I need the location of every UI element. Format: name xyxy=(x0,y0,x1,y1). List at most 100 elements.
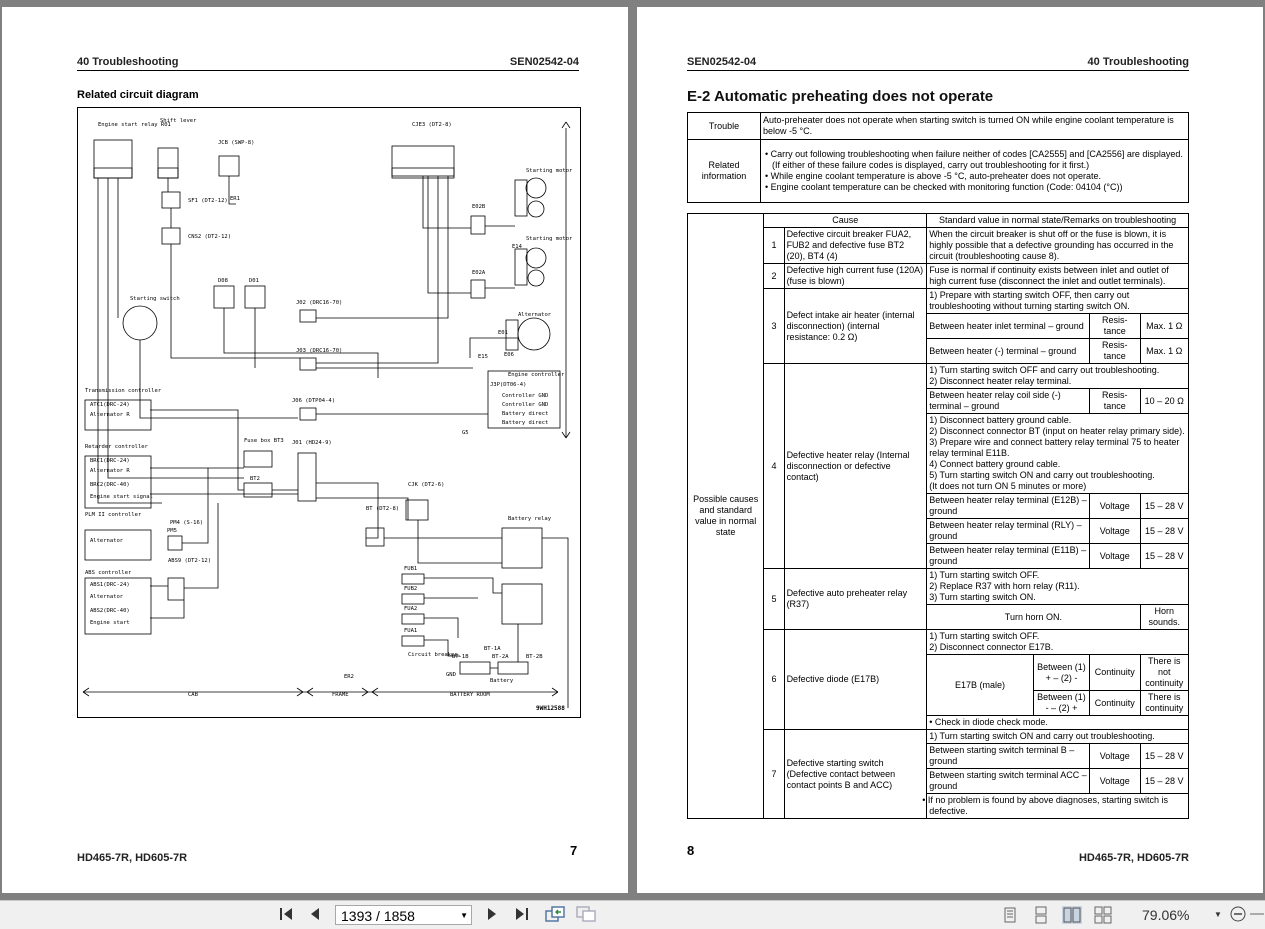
label-fub1: FUB1 xyxy=(404,566,417,572)
label-starting-motor-2: Starting motor xyxy=(526,236,573,242)
zoom-dropdown-icon[interactable]: ▼ xyxy=(1214,910,1222,919)
continuous-view-button[interactable] xyxy=(1031,906,1051,924)
cause-text: Defective auto preheater relay (R37) xyxy=(783,568,928,630)
label-bt2: BT2 xyxy=(250,476,260,482)
label-starting-switch: Starting switch xyxy=(130,296,180,302)
page-field-value: 1393 / 1858 xyxy=(341,908,415,924)
label-j3p: J3P(DT06-4) xyxy=(490,382,526,388)
measurement: Between heater relay terminal (RLY) – gr… xyxy=(926,518,1091,544)
next-page-button[interactable] xyxy=(483,905,501,925)
label-fuse-box: Fuse box BT3 xyxy=(244,438,284,444)
label-brc1: BRC1(DRC-24) xyxy=(90,458,130,464)
previous-page-button[interactable] xyxy=(306,905,324,925)
measurement: Between heater (-) terminal – ground xyxy=(926,338,1091,364)
page-number-input[interactable]: 1393 / 1858 ▼ xyxy=(335,905,472,925)
measurement: Between starting switch terminal B – gro… xyxy=(926,743,1091,769)
related-item: • Engine coolant temperature can be chec… xyxy=(765,182,1123,192)
last-page-button[interactable] xyxy=(512,905,532,925)
header-right: SEN02542-04 xyxy=(509,56,579,68)
measurement-type: Voltage xyxy=(1089,518,1141,544)
diagram-id: 9WH12588 xyxy=(536,705,565,712)
measurement-value: 10 – 20 Ω xyxy=(1139,388,1190,414)
label-engine-controller: Engine controller xyxy=(508,372,565,378)
cause-text: Defective heater relay (Internal disconn… xyxy=(783,363,928,569)
circuit-diagram-svg: Engine start relay R01 Shift lever JCB (… xyxy=(82,118,573,712)
circuit-diagram: Engine start relay R01 Shift lever JCB (… xyxy=(77,107,581,718)
procedure-text: 1) Disconnect battery ground cable. 2) D… xyxy=(926,413,1189,494)
measurement-type: Continuity xyxy=(1089,690,1141,716)
label-battery-direct-2: Battery direct xyxy=(502,420,548,426)
measurement-value: 15 – 28 V xyxy=(1139,743,1190,769)
label-er2: ER2 xyxy=(344,674,354,680)
note-text: • Check in diode check mode. xyxy=(926,715,1189,730)
facing-view-button[interactable] xyxy=(1062,906,1082,924)
label-frame: FRAME xyxy=(332,692,349,698)
document-viewer[interactable]: 40 Troubleshooting SEN02542-04 Related c… xyxy=(0,0,1265,900)
measurement-value: 15 – 28 V xyxy=(1139,493,1190,519)
go-forward-view-button[interactable] xyxy=(574,905,598,925)
measurement-value: Max. 1 Ω xyxy=(1139,338,1190,364)
cause-number: 7 xyxy=(763,729,785,819)
cause-text: Defective starting switch (Defective con… xyxy=(783,729,928,819)
cause-text: Defective diode (E17B) xyxy=(783,629,928,730)
related-label: Related information xyxy=(687,139,761,203)
page-number: 8 xyxy=(687,843,695,858)
measurement-type: Voltage xyxy=(1089,768,1141,794)
label-g5: G5 xyxy=(462,430,469,436)
label-jcb: JCB (SWP-8) xyxy=(218,140,254,146)
cause-number: 2 xyxy=(763,263,785,289)
measurement: Between heater inlet terminal – ground xyxy=(926,313,1091,339)
label-brc2: BRC2(DRC-40) xyxy=(90,482,130,488)
header-rule xyxy=(77,70,579,71)
procedure-text: 1) Turn starting switch OFF. 2) Replace … xyxy=(926,568,1189,605)
label-alternator: Alternator xyxy=(518,312,552,318)
label-shift-lever: Shift lever xyxy=(160,118,197,124)
measurement-type: Resis-tance xyxy=(1089,313,1141,339)
label-j06: J06 (DTP04-4) xyxy=(292,398,335,404)
label-fub2: FUB2 xyxy=(404,586,417,592)
label-alternator3: Alternator xyxy=(90,538,124,544)
last-page-icon xyxy=(516,908,528,920)
measurement: Between starting switch terminal ACC – g… xyxy=(926,768,1091,794)
label-engine-start-signal: Engine start signal xyxy=(90,494,153,500)
slider-track-icon xyxy=(1250,913,1264,915)
continuous-facing-icon xyxy=(1094,906,1112,924)
measurement-type: Voltage xyxy=(1089,743,1141,769)
measurement-value: There is continuity xyxy=(1139,690,1190,716)
first-page-button[interactable] xyxy=(276,905,296,925)
col-standard: Standard value in normal state/Remarks o… xyxy=(926,213,1189,228)
label-gnd: GND xyxy=(446,672,456,678)
related-item: • While engine coolant temperature is ab… xyxy=(765,171,1101,181)
cause-text: Defective circuit breaker FUA2, FUB2 and… xyxy=(783,227,928,264)
label-atc1: ATC1(DRC-24) xyxy=(90,402,130,408)
header-rule xyxy=(687,70,1189,71)
label-e15: E15 xyxy=(478,354,488,360)
back-view-icon xyxy=(545,906,565,922)
continuous-page-icon xyxy=(1035,906,1047,924)
label-abs9: ABS9 (DT2-12) xyxy=(168,558,211,564)
cause-number: 3 xyxy=(763,288,785,364)
footer-model: HD465-7R, HD605-7R xyxy=(77,852,188,864)
zoom-level[interactable]: 79.06% xyxy=(1142,907,1190,923)
first-page-icon xyxy=(280,908,292,920)
label-circuit-breaker: Circuit breaker xyxy=(408,652,458,658)
facing-pages-icon xyxy=(1063,907,1081,923)
label-retarder-controller: Retarder controller xyxy=(85,444,149,450)
label-j02: J02 (DRC16-70) xyxy=(296,300,342,306)
label-sf1: SF1 (DT2-12) xyxy=(188,198,228,204)
label-bt: BT (DT2-8) xyxy=(366,506,399,512)
single-page-view-button[interactable] xyxy=(1000,906,1020,924)
measurement: Between heater relay terminal (E11B) – g… xyxy=(926,543,1091,569)
zoom-out-button[interactable] xyxy=(1228,905,1248,925)
label-battery-room: BATTERY ROOM xyxy=(450,692,490,698)
note-text: • If no problem is found by above diagno… xyxy=(922,793,1189,819)
measurement-value: Max. 1 Ω xyxy=(1139,313,1190,339)
label-starting-motor-1: Starting motor xyxy=(526,168,573,174)
label-er1: ER1 xyxy=(230,196,240,202)
label-transmission-controller: Transmission controller xyxy=(85,388,162,394)
continuous-facing-view-button[interactable] xyxy=(1093,906,1113,924)
go-back-view-button[interactable] xyxy=(543,905,567,925)
label-engine-start: Engine start xyxy=(90,620,130,626)
zoom-slider[interactable] xyxy=(1250,905,1264,925)
page-title: E-2 Automatic preheating does not operat… xyxy=(687,88,994,105)
